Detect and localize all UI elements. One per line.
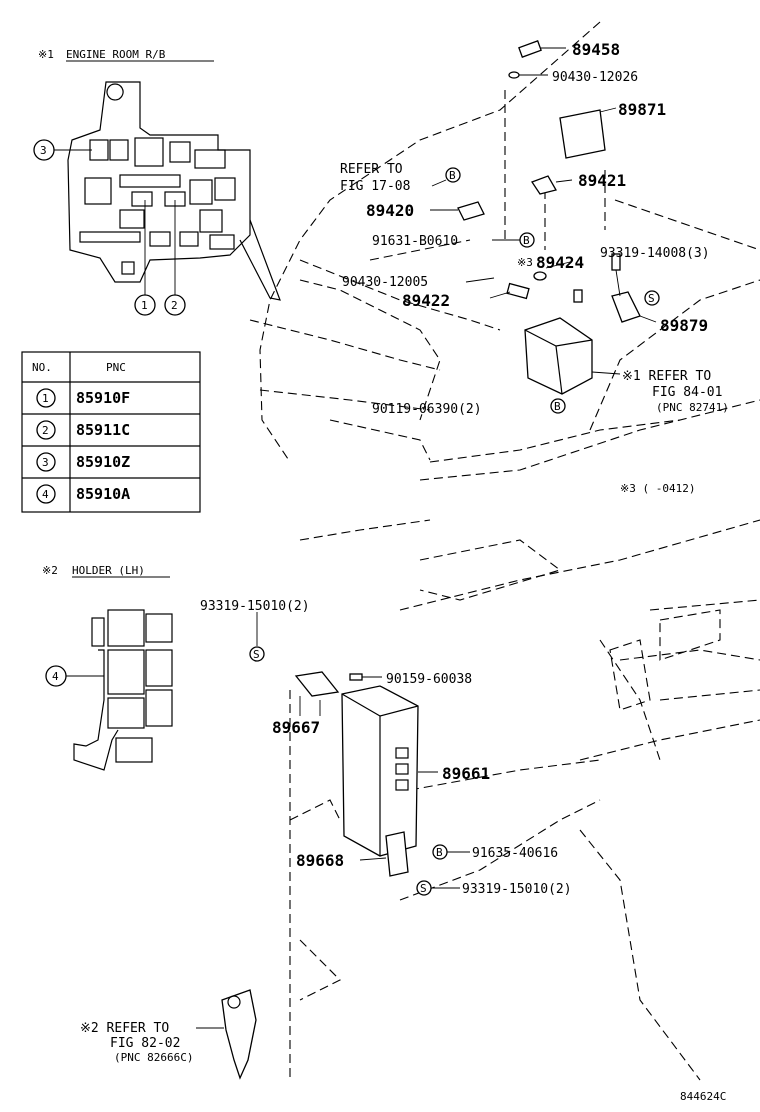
label-89424: 89424 — [536, 253, 584, 272]
engine-room-relay-block-drawing — [67, 81, 281, 301]
label-93319-15010-lower: 93319-15010(2) — [462, 882, 572, 897]
label-93319-14008: 93319-14008(3) — [600, 246, 710, 261]
part-89422-sensor — [489, 282, 530, 300]
table-row-3-pnc: 85910Z — [76, 453, 130, 471]
part-89420-sensor — [430, 201, 485, 221]
table-row-4-no: 4 — [42, 488, 49, 501]
svg-text:4: 4 — [52, 670, 59, 683]
label-91635-40616: 91635-40616 — [472, 846, 558, 861]
cabin-outline — [289, 519, 760, 1081]
label-90159-60038: 90159-60038 — [386, 672, 472, 687]
part-90159-60038-screw — [349, 673, 382, 681]
callout-1-inset1: 1 — [134, 200, 156, 316]
part-89458-sensor — [518, 40, 566, 58]
symbol-s-93319-15010-upper: S — [249, 612, 265, 662]
symbol-b-90119: B — [550, 398, 566, 414]
callout-3-inset1: 3 — [33, 139, 92, 161]
note3-mark-upper: ※3 — [517, 256, 533, 269]
label-89661: 89661 — [442, 764, 490, 783]
label-90430-12026: 90430-12026 — [552, 70, 638, 85]
pnc-table: NO. PNC 1 85910F 2 85911C 3 85910Z 4 859… — [21, 351, 201, 513]
svg-text:S: S — [253, 648, 260, 661]
part-89424-harness — [533, 261, 571, 281]
figure-id: 844624C — [680, 1090, 726, 1103]
inset1-title: ENGINE ROOM R/B — [66, 48, 166, 61]
holder-lh-drawing — [73, 609, 173, 771]
symbol-s-93319-15010-lower: S — [416, 880, 460, 896]
inset2-marker: ※2 — [42, 564, 58, 577]
refer-fig-82-02-line2: FIG 82-02 — [110, 1036, 180, 1051]
inset2-title: HOLDER (LH) — [72, 564, 145, 577]
part-bolt-93319-14008 — [573, 289, 583, 303]
label-89422: 89422 — [402, 291, 450, 310]
table-row-1-no: 1 — [42, 392, 49, 405]
symbol-b-91635: B — [432, 844, 470, 860]
label-93319-15010-upper: 93319-15010(2) — [200, 599, 310, 614]
label-89879: 89879 — [660, 316, 708, 335]
refer-fig-84-01-line1: ※1 REFER TO — [622, 369, 711, 384]
label-89458: 89458 — [572, 40, 620, 59]
symbol-b-fig1708: B — [445, 167, 461, 183]
holder-bracket-lower — [196, 989, 257, 1080]
label-89668: 89668 — [296, 851, 344, 870]
table-row-4-pnc: 85910A — [76, 485, 130, 503]
inset1-marker: ※1 — [38, 48, 54, 61]
svg-text:B: B — [523, 234, 530, 247]
refer-fig-82-02-line3: (PNC 82666C) — [114, 1051, 193, 1064]
refer-fig-84-01-line3: (PNC 82741) — [656, 401, 729, 414]
label-89871: 89871 — [618, 100, 666, 119]
table-header-no: NO. — [32, 361, 52, 374]
engine-bay-outline — [249, 21, 760, 481]
symbol-s-93319-14008: S — [644, 290, 660, 306]
svg-text:3: 3 — [40, 144, 47, 157]
svg-text:S: S — [648, 292, 655, 305]
label-89421: 89421 — [578, 171, 626, 190]
refer-fig-84-01-line2: FIG 84-01 — [652, 385, 722, 400]
label-90119-06390: 90119-06390(2) — [372, 402, 482, 417]
callout-4-inset2: 4 — [45, 665, 104, 687]
note3-range: ※3 ( -0412) — [620, 482, 695, 495]
table-row-1-pnc: 85910F — [76, 389, 130, 407]
svg-text:1: 1 — [141, 299, 148, 312]
part-89879-sensor — [611, 253, 657, 323]
svg-text:B: B — [436, 846, 443, 859]
refer-fig-17-08-line2: FIG 17-08 — [340, 179, 410, 194]
refer-fig-82-02-line1: ※2 REFER TO — [80, 1021, 169, 1036]
svg-text:B: B — [554, 400, 561, 413]
table-header-pnc: PNC — [106, 361, 126, 374]
label-91631-b0610: 91631-B0610 — [372, 234, 458, 249]
label-89420: 89420 — [366, 201, 414, 220]
part-89871-ecu — [559, 107, 617, 159]
table-row-2-no: 2 — [42, 424, 49, 437]
part-89667-bracket — [294, 671, 340, 716]
svg-text:B: B — [449, 169, 456, 182]
label-90430-12005: 90430-12005 — [342, 275, 428, 290]
symbol-b-91631: B — [519, 232, 535, 248]
part-89421-sensor — [531, 175, 573, 195]
callout-2-inset1: 2 — [164, 200, 186, 316]
part-89661-ecu — [341, 685, 438, 857]
table-row-2-pnc: 85911C — [76, 421, 130, 439]
part-89668-bracket — [359, 831, 409, 877]
part-90430-12026-gasket — [508, 71, 548, 79]
relay-block-upper — [524, 317, 621, 395]
label-89667: 89667 — [272, 718, 320, 737]
svg-text:2: 2 — [171, 299, 178, 312]
table-row-3-no: 3 — [42, 456, 49, 469]
svg-text:S: S — [420, 882, 427, 895]
refer-fig-17-08-line1: REFER TO — [340, 162, 403, 177]
